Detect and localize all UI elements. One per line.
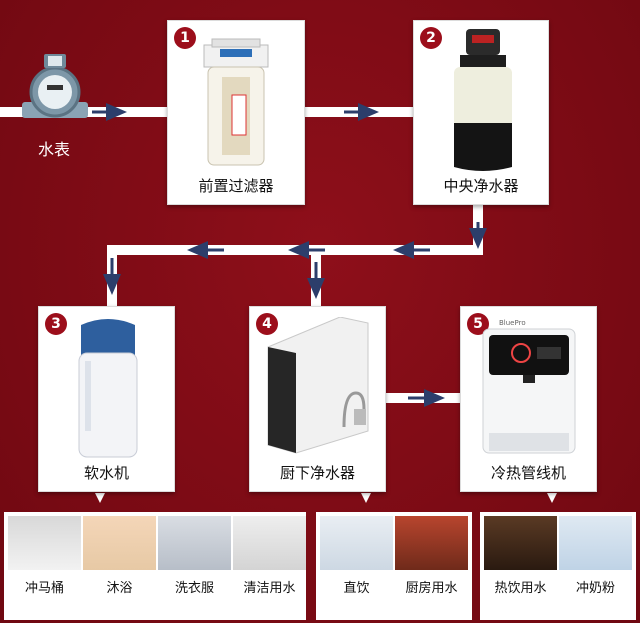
usage-toilet: 冲马桶	[8, 516, 81, 596]
laundry-photo	[158, 516, 231, 570]
dispenser-brand-mark: BluePro	[499, 319, 526, 327]
down-arrow	[95, 493, 105, 503]
pipeline-usage-group: 热饮用水 冲奶粉	[480, 512, 636, 620]
step-label: 前置过滤器	[198, 177, 274, 195]
usage-label: 热饮用水	[494, 581, 547, 596]
usage-label: 清洁用水	[243, 581, 296, 596]
usage-formula: 冲奶粉	[559, 516, 632, 596]
water-meter-label: 水表	[38, 140, 71, 159]
softener-icon	[78, 319, 138, 458]
usage-label: 洗衣服	[174, 581, 214, 596]
step-number: 2	[420, 27, 442, 49]
kitchen-photo	[395, 516, 468, 570]
step-label: 中央净水器	[443, 177, 519, 195]
formula-photo	[559, 516, 632, 570]
step-number: 5	[467, 313, 489, 335]
under-sink-purifier-icon	[267, 317, 369, 454]
usage-cleaning: 清洁用水	[233, 516, 306, 596]
usage-label: 直饮	[343, 581, 370, 596]
water-meter-icon	[22, 54, 88, 118]
usage-direct-drink: 直饮	[320, 516, 393, 596]
usage-kitchen: 厨房用水	[395, 516, 468, 596]
hot-drink-photo	[484, 516, 557, 570]
toilet-photo	[8, 516, 81, 570]
usage-label: 冲马桶	[24, 581, 64, 596]
step-2-central-purifier-card: 2 中央净水器	[413, 20, 549, 205]
pipeline-dispenser-icon	[482, 328, 576, 454]
down-arrow	[361, 493, 371, 503]
usage-laundry: 洗衣服	[158, 516, 231, 596]
direct-drink-photo	[320, 516, 393, 570]
usage-bath: 沐浴	[83, 516, 156, 596]
bath-photo	[83, 516, 156, 570]
softener-usage-group: 冲马桶 沐浴 洗衣服 清洁用水	[4, 512, 306, 620]
cleaning-photo	[233, 516, 306, 570]
step-4-under-sink-card: 4 厨下净水器	[249, 306, 386, 492]
pipe-main-branch	[107, 200, 483, 311]
step-label: 软水机	[83, 464, 129, 482]
step-number: 3	[45, 313, 67, 335]
step-number: 4	[256, 313, 278, 335]
prefilter-icon	[203, 38, 269, 166]
central-purifier-icon	[454, 29, 512, 171]
step-5-pipeline-dispenser-card: 5 BluePro 冷热管线机	[460, 306, 597, 492]
usage-label: 冲奶粉	[575, 581, 615, 596]
usage-hot-drink: 热饮用水	[484, 516, 557, 596]
step-number: 1	[174, 27, 196, 49]
usage-label: 厨房用水	[405, 581, 458, 596]
step-label: 厨下净水器	[279, 464, 355, 482]
step-3-softener-card: 3 软水机	[38, 306, 175, 492]
step-1-prefilter-card: 1 前置过滤器	[167, 20, 305, 205]
usage-label: 沐浴	[106, 581, 133, 596]
step-label: 冷热管线机	[490, 464, 566, 482]
under-sink-usage-group: 直饮 厨房用水	[316, 512, 472, 620]
down-arrow	[547, 493, 557, 503]
